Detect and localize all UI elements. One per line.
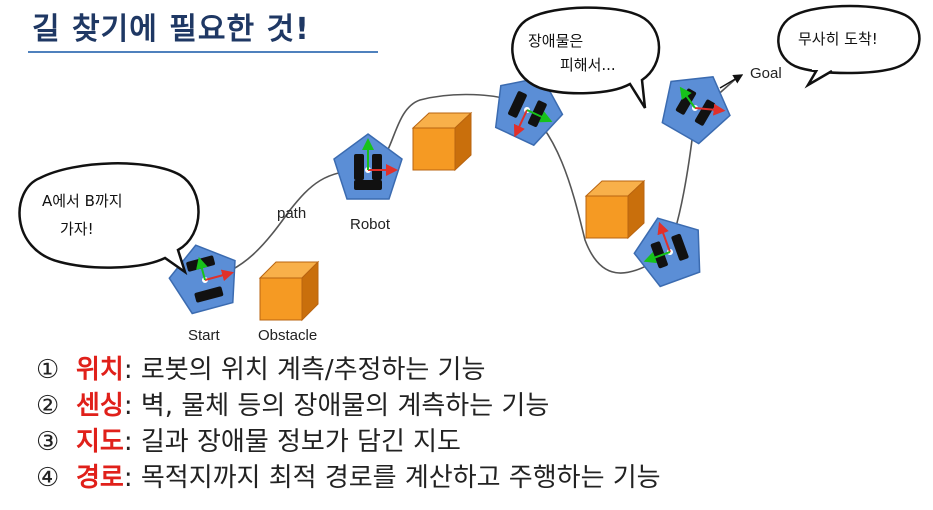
robot-start <box>168 244 236 315</box>
robot-lower <box>633 217 701 288</box>
path-planning-diagram: A에서 B까지 가자! 장애물은 피해서... 무사히 도착! Start Ob… <box>18 4 921 344</box>
item-keyword: 위치 <box>76 355 124 385</box>
title-underline <box>28 51 378 53</box>
item-text: : 로봇의 위치 계측/추정하는 기능 <box>123 355 486 385</box>
list-item: ② 센싱: 벽, 물체 등의 장애물의 계측하는 기능 <box>36 388 661 424</box>
item-text: : 벽, 물체 등의 장애물의 계측하는 기능 <box>123 391 550 421</box>
bubble-left-line1: A에서 B까지 <box>42 192 123 210</box>
bubble-middle-line1: 장애물은 <box>528 32 583 50</box>
list-item: ③ 지도: 길과 장애물 정보가 담긴 지도 <box>36 424 661 460</box>
item-number: ④ <box>36 463 60 493</box>
item-number: ① <box>36 355 60 385</box>
item-number: ③ <box>36 427 60 457</box>
item-text: : 목적지까지 최적 경로를 계산하고 주행하는 기능 <box>123 463 661 493</box>
label-robot: Robot <box>350 216 391 233</box>
requirements-list: ① 위치: 로봇의 위치 계측/추정하는 기능 ② 센싱: 벽, 물체 등의 장애물… <box>36 352 661 496</box>
robot-goal <box>661 76 731 145</box>
bubble-middle-line2: 피해서... <box>560 56 616 74</box>
label-goal: Goal <box>750 65 782 82</box>
obstacle-cube-1 <box>258 260 320 322</box>
list-item: ① 위치: 로봇의 위치 계측/추정하는 기능 <box>36 352 661 388</box>
goal-arrow <box>719 74 744 89</box>
page-title: 길 찾기에 필요한 것! <box>32 12 310 47</box>
bubble-left-line2: 가자! <box>60 220 94 238</box>
bubble-right-text: 무사히 도착! <box>798 30 878 48</box>
label-path: path <box>277 205 306 222</box>
item-keyword: 센싱 <box>76 391 124 421</box>
list-item: ④ 경로: 목적지까지 최적 경로를 계산하고 주행하는 기능 <box>36 460 661 496</box>
robot-top <box>494 76 564 147</box>
speech-bubble-right: 무사히 도착! <box>777 4 921 89</box>
label-start: Start <box>188 327 221 344</box>
speech-bubble-left: A에서 B까지 가자! <box>18 162 200 276</box>
item-keyword: 경로 <box>76 463 124 493</box>
robot-middle <box>333 133 403 200</box>
label-obstacle: Obstacle <box>258 327 317 344</box>
item-number: ② <box>36 391 60 421</box>
obstacle-cube-3 <box>584 179 646 240</box>
item-keyword: 지도 <box>76 427 124 457</box>
speech-bubble-middle: 장애물은 피해서... <box>511 6 661 109</box>
item-text: : 길과 장애물 정보가 담긴 지도 <box>123 427 461 457</box>
obstacle-cube-2 <box>411 111 473 172</box>
